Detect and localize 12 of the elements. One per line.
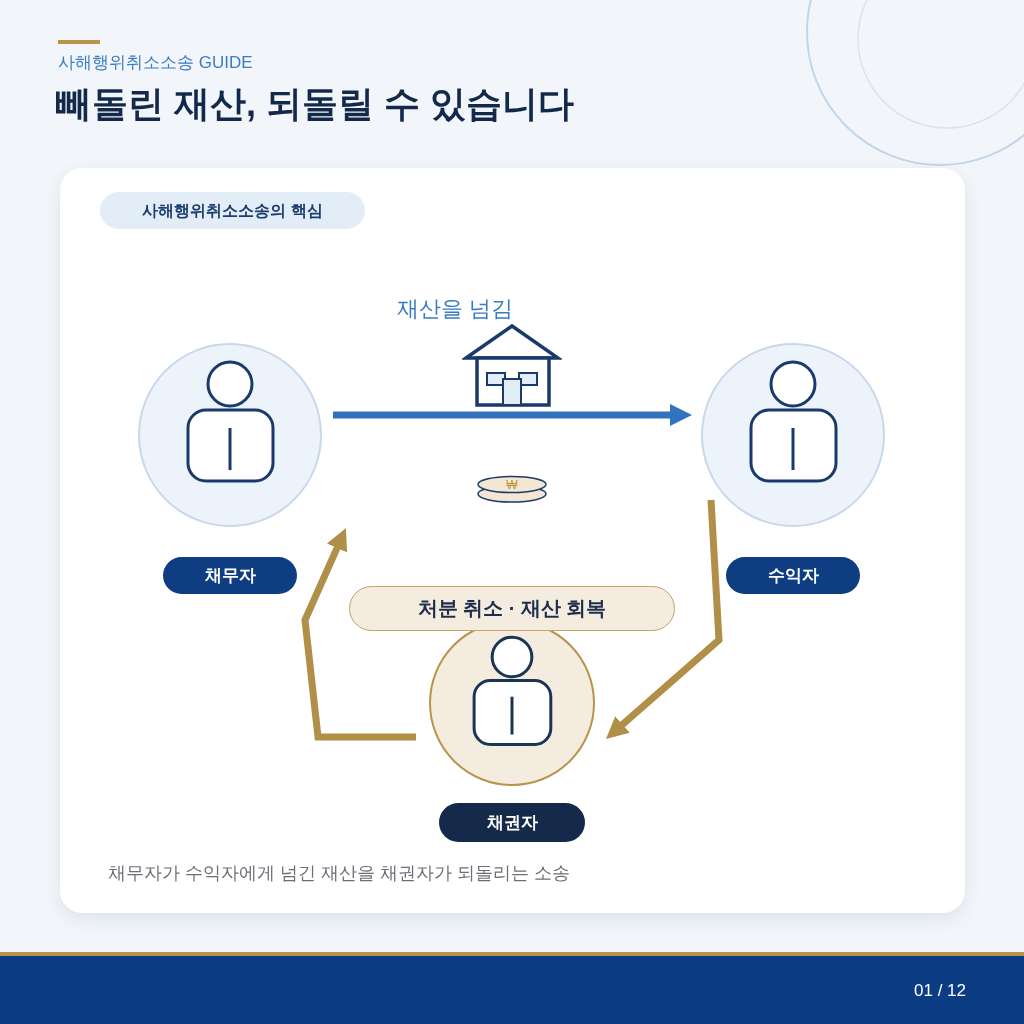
role-label: 채권자 [439,803,585,842]
role-label: 수익자 [726,557,860,594]
action-pill: 처분 취소 · 재산 회복 [349,586,675,631]
page-number: 01 / 12 [914,980,966,1002]
role-label: 채무자 [163,557,297,594]
page-title: 빼돌린 재산, 되돌릴 수 있습니다 [56,82,574,126]
section-tag: 사해행위취소소송의 핵심 [100,192,365,229]
series-label: 사해행위취소소송 GUIDE [58,52,253,74]
arrow [606,499,723,739]
card-caption: 채무자가 수익자에게 넘긴 재산을 채권자가 되돌리는 소송 [108,862,570,885]
content-card [60,168,965,913]
currency-sign: ₩ [505,477,519,494]
